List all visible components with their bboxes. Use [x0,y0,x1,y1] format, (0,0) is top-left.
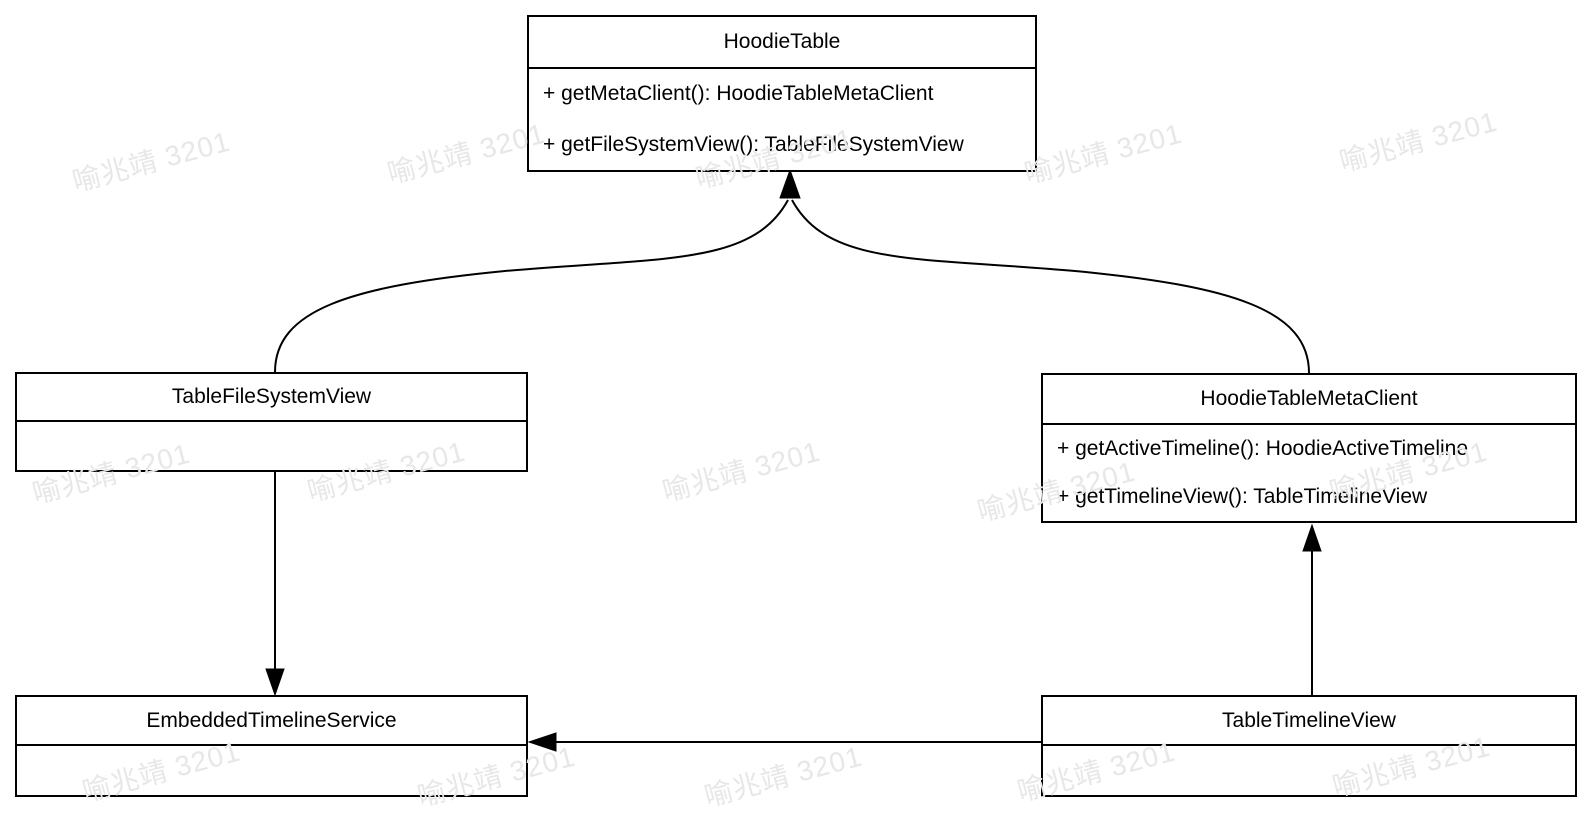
class-title-hoodietablemetaclient: HoodieTableMetaClient [1043,375,1575,425]
arrowhead-up-hoodietable [779,168,801,199]
watermark-text: 喻兆靖 3201 [701,740,866,813]
edge-hoodietablemetaclient-to-hoodietable [791,199,1310,374]
watermark-text: 喻兆靖 3201 [1021,117,1186,190]
class-hoodietablemetaclient: HoodieTableMetaClient + getActiveTimelin… [1041,373,1577,523]
class-title-hoodietable: HoodieTable [529,17,1035,69]
watermark-text: 喻兆靖 3201 [384,117,549,190]
class-title-embeddedtimelineservice: EmbeddedTimelineService [17,697,526,746]
class-body-tablefilesystemview [17,422,526,470]
class-body-tabletimelineview [1043,746,1575,795]
class-title-tablefilesystemview: TableFileSystemView [17,374,526,422]
class-tabletimelineview: TableTimelineView [1041,695,1577,797]
method-getactivetimeline: + getActiveTimeline(): HoodieActiveTimel… [1057,437,1469,460]
class-body-hoodietablemetaclient: + getActiveTimeline(): HoodieActiveTimel… [1043,425,1575,521]
arrowhead-down-embeddedtimelineservice [265,668,285,697]
class-body-hoodietable: + getMetaClient(): HoodieTableMetaClient… [529,69,1035,170]
method-getmetaclient: + getMetaClient(): HoodieTableMetaClient [543,82,934,106]
class-title-tabletimelineview: TableTimelineView [1043,697,1575,746]
class-hoodietable: HoodieTable + getMetaClient(): HoodieTab… [527,15,1037,172]
watermark-text: 喻兆靖 3201 [659,435,824,508]
watermark-text: 喻兆靖 3201 [69,125,234,198]
class-tablefilesystemview: TableFileSystemView [15,372,528,472]
class-body-embeddedtimelineservice [17,746,526,795]
class-embeddedtimelineservice: EmbeddedTimelineService [15,695,528,797]
method-getfilesystemview: + getFileSystemView(): TableFileSystemVi… [543,132,964,156]
watermark-text: 喻兆靖 3201 [1336,105,1501,178]
method-gettimelineview: + getTimelineView(): TableTimelineView [1057,485,1428,508]
arrowhead-up-hoodietablemetaclient [1302,523,1322,552]
edge-tablefilesystemview-to-hoodietable [274,199,789,373]
arrowhead-left-embeddedtimelineservice [527,732,557,752]
